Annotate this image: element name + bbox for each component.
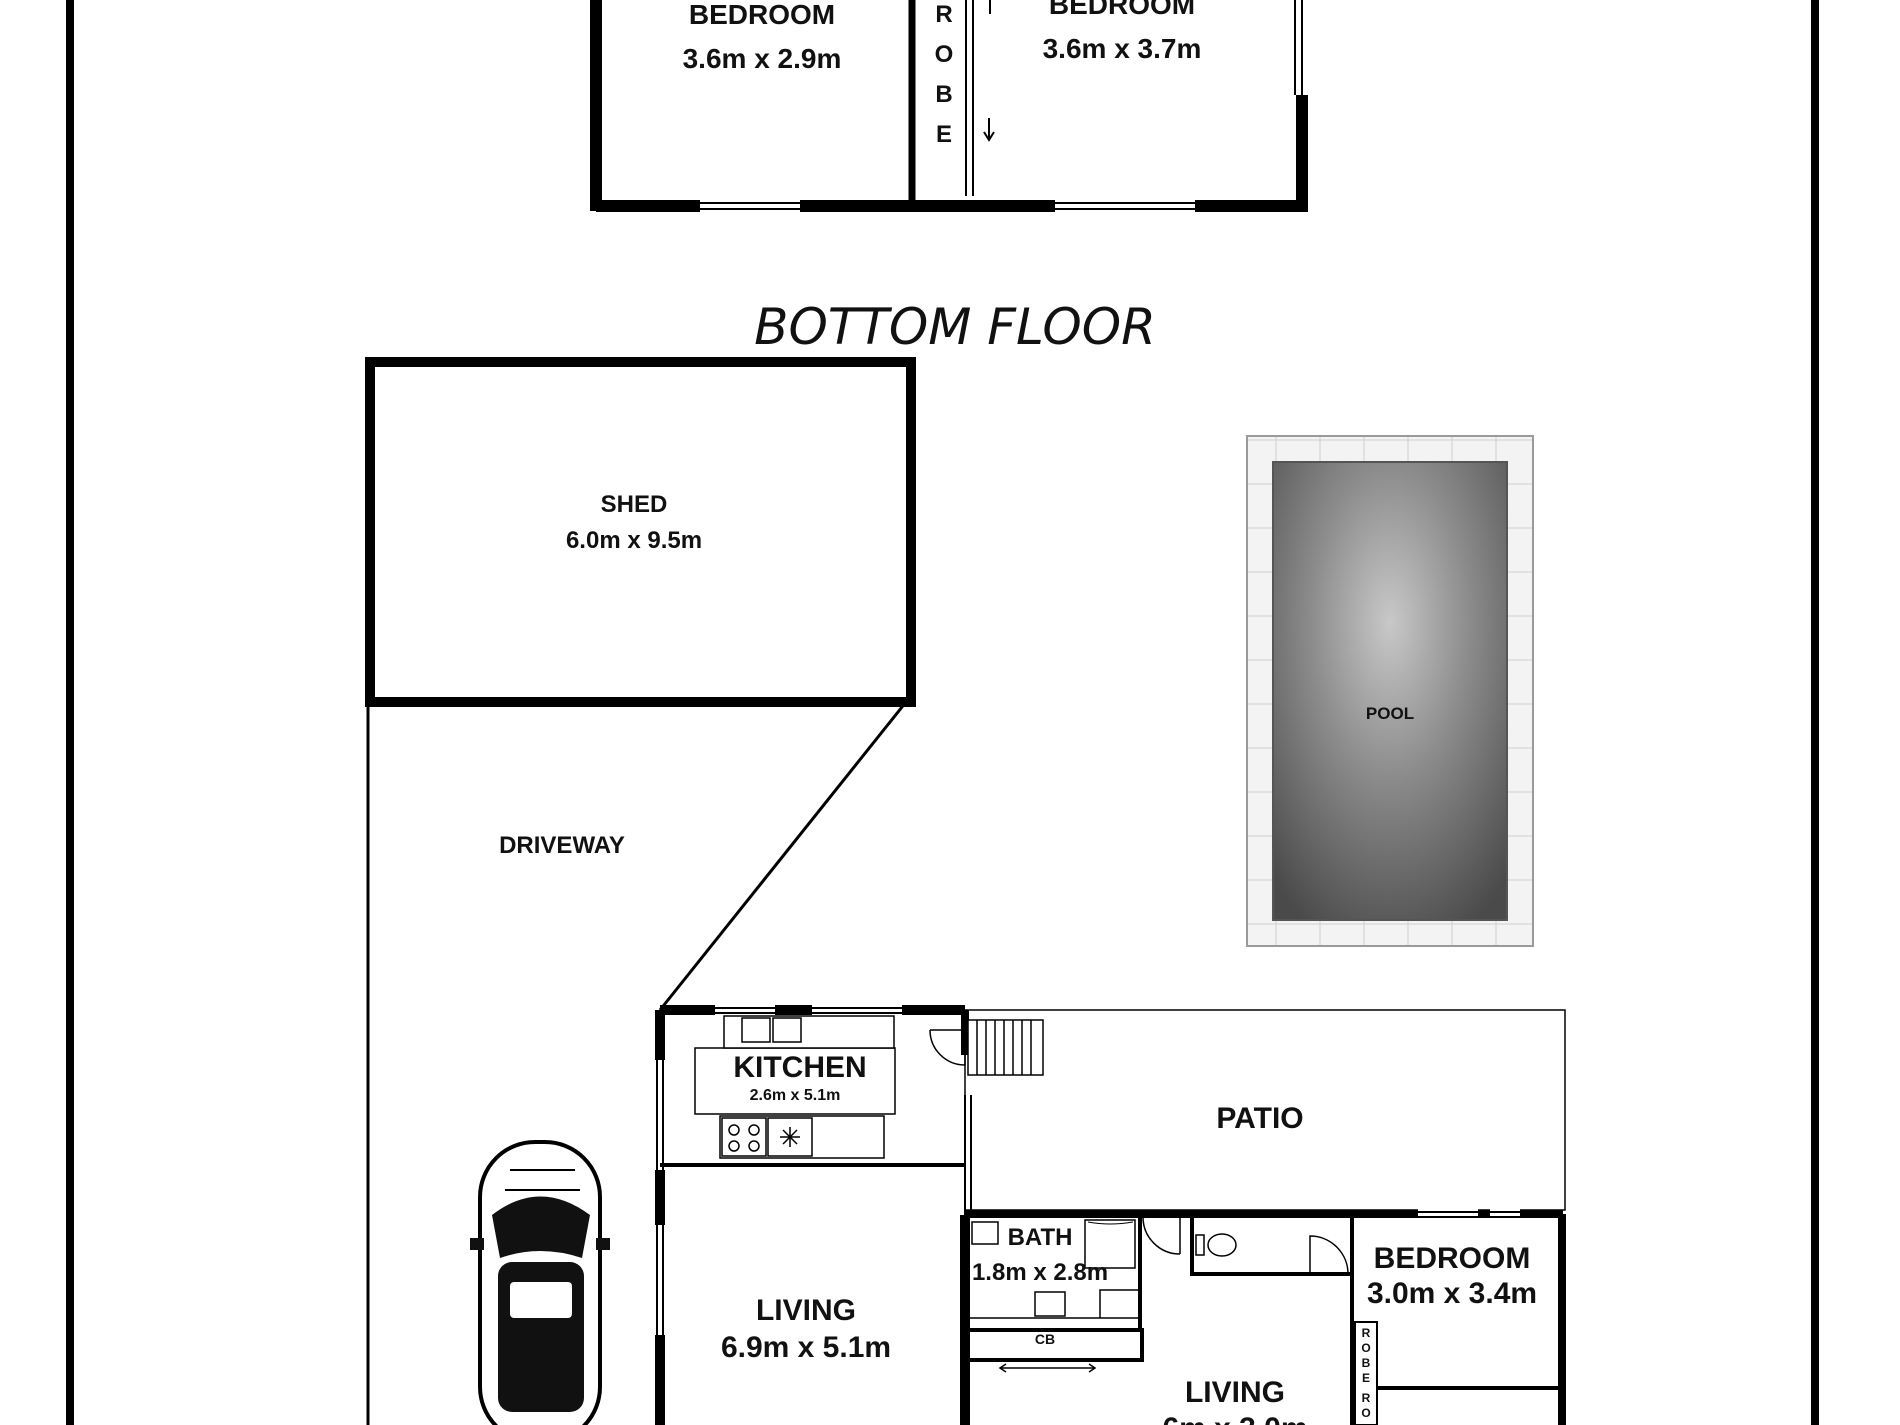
floor-title: BOTTOM FLOOR — [754, 298, 1156, 356]
svg-text:O: O — [935, 41, 954, 68]
living-second-name: LIVING — [1185, 1376, 1285, 1409]
upper-bedroom-2-size: 3.6m x 3.7m — [1043, 33, 1202, 64]
kitchen-size: 2.6m x 5.1m — [750, 1087, 841, 1104]
svg-text:E: E — [1362, 1371, 1370, 1385]
driveway-outline — [366, 700, 908, 1425]
upper-robe-label: R O B E — [935, 1, 954, 148]
shed-outline — [365, 357, 916, 707]
bath-name: BATH — [1008, 1224, 1073, 1251]
upper-bedroom-2-name: BEDROOM — [1049, 0, 1195, 20]
living-main-name: LIVING — [756, 1294, 856, 1327]
svg-text:R: R — [1362, 1391, 1371, 1405]
stove-icon — [721, 1117, 767, 1157]
svg-text:O: O — [1361, 1341, 1370, 1355]
stairs-icon — [967, 1019, 1044, 1076]
shed-size: 6.0m x 9.5m — [566, 527, 702, 554]
kitchen-name: KITCHEN — [733, 1051, 866, 1084]
svg-text:B: B — [1362, 1356, 1371, 1370]
cb-label: CB — [1035, 1331, 1055, 1347]
fridge-icon — [767, 1117, 813, 1157]
patio-label: PATIO — [1216, 1102, 1303, 1135]
upper-floor — [590, 0, 1308, 214]
living-main-size: 6.9m x 5.1m — [721, 1331, 891, 1364]
car-icon — [470, 1140, 610, 1425]
pool-label: POOL — [1366, 704, 1414, 723]
svg-text:R: R — [935, 1, 952, 28]
svg-text:O: O — [1361, 1406, 1370, 1420]
upper-bedroom-1-size: 3.6m x 2.9m — [683, 43, 842, 74]
bedroom-c-size: 3.0m x 3.4m — [1367, 1277, 1537, 1310]
bedroom-c-name: BEDROOM — [1374, 1242, 1531, 1275]
robe-small-label: R O B E R O — [1361, 1326, 1370, 1420]
bath-size: 1.8m x 2.8m — [972, 1259, 1108, 1286]
pool-icon — [1246, 435, 1534, 947]
svg-text:B: B — [935, 81, 952, 108]
svg-text:E: E — [936, 121, 952, 148]
driveway-label: DRIVEWAY — [499, 832, 625, 859]
svg-text:R: R — [1362, 1326, 1371, 1340]
house-walls — [654, 1004, 1566, 1425]
upper-bedroom-1-name: BEDROOM — [689, 0, 835, 30]
shed-name: SHED — [601, 491, 668, 518]
sink-icon — [741, 1017, 802, 1043]
living-second-size: 6m x 3.0m — [1162, 1412, 1307, 1425]
